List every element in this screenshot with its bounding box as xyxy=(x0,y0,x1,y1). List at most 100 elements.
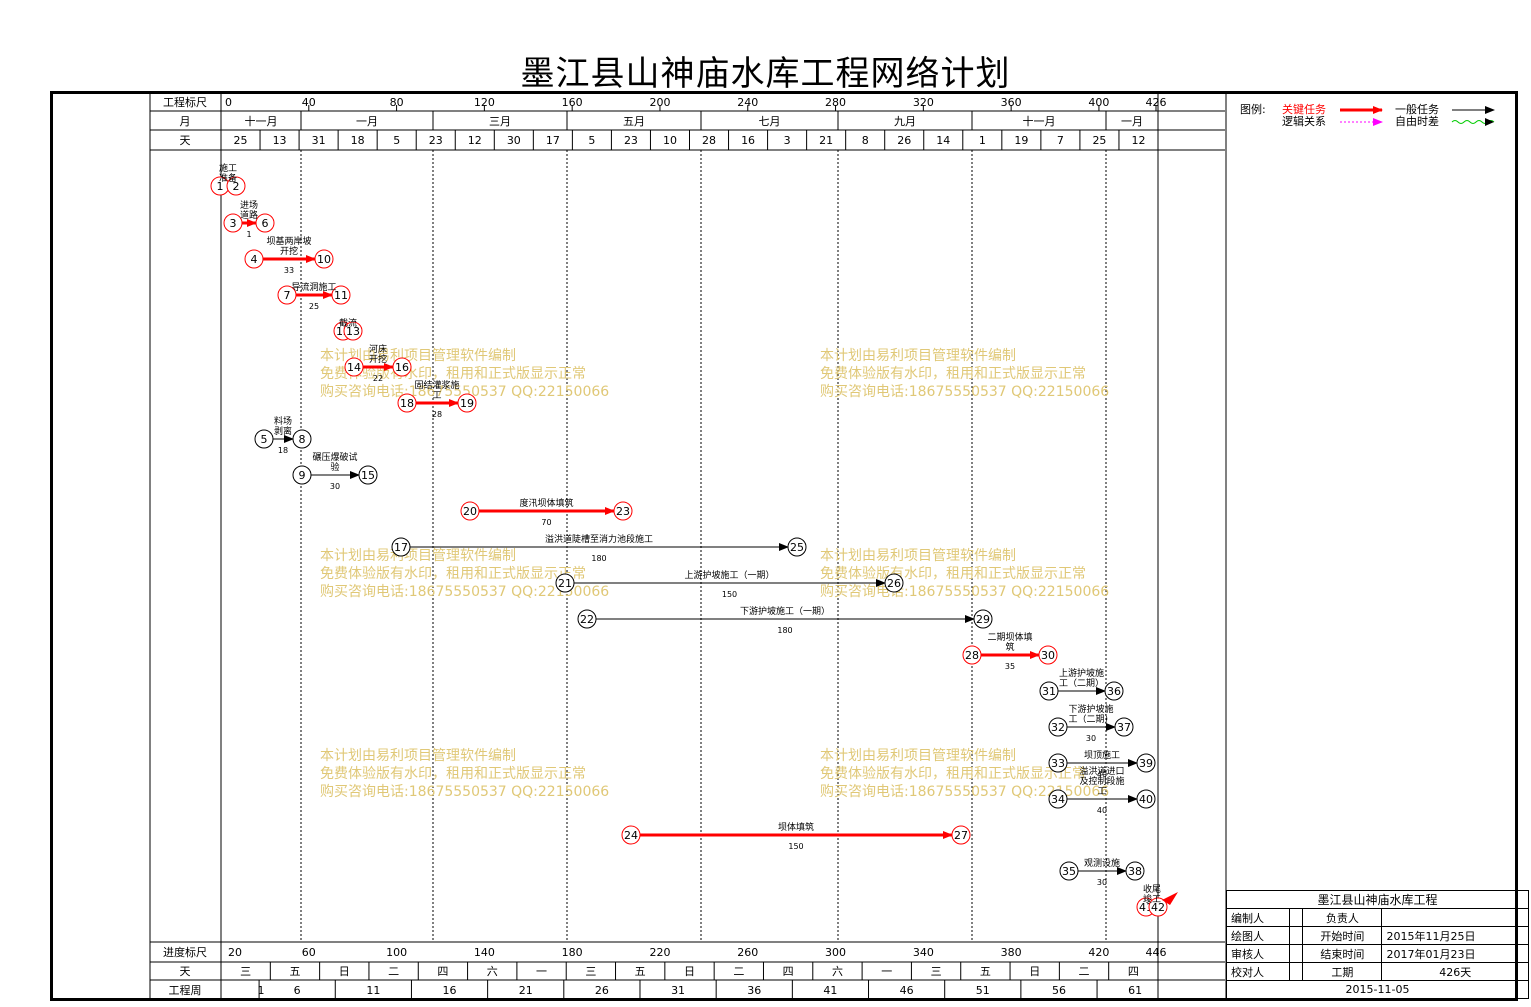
legend-free-float-label: 自由时差 xyxy=(1395,114,1439,128)
day-label: 8 xyxy=(862,134,869,147)
weekday-label: 四 xyxy=(783,965,794,978)
event-node-number: 37 xyxy=(1117,721,1131,734)
event-node xyxy=(277,285,297,305)
weekday-label: 四 xyxy=(437,965,448,978)
event-node xyxy=(331,285,351,305)
event-node-number: 10 xyxy=(317,253,331,266)
day-label: 23 xyxy=(429,134,443,147)
day-label: 25 xyxy=(1092,134,1106,147)
week-label: 56 xyxy=(1052,984,1066,997)
progress-ruler-label: 进度标尺 xyxy=(163,945,207,959)
task-name: 开挖 xyxy=(280,245,298,257)
event-node-number: 14 xyxy=(347,361,361,374)
weekday-label: 一 xyxy=(536,965,547,978)
task-name: 坝体填筑 xyxy=(778,821,814,833)
compiler-label: 编制人 xyxy=(1226,908,1290,927)
watermark-text: 购买咨询电话:18675550537 QQ:22150066 xyxy=(320,384,609,400)
drawer-value xyxy=(1288,926,1304,945)
event-node xyxy=(358,465,378,485)
task-duration: 30 xyxy=(330,482,340,491)
event-node xyxy=(1038,645,1058,665)
day-label: 14 xyxy=(936,134,950,147)
task-name: 筑 xyxy=(1005,641,1014,653)
task-name: 准备 xyxy=(219,172,237,184)
event-node xyxy=(884,573,904,593)
legend-label: 图例: xyxy=(1240,102,1266,116)
task-name: 上游护坡施 xyxy=(1059,667,1104,679)
month-label: 九月 xyxy=(894,115,916,128)
watermark-text: 购买咨询电话:18675550537 QQ:22150066 xyxy=(320,784,609,800)
event-node-number: 30 xyxy=(1041,649,1055,662)
day-label: 30 xyxy=(507,134,521,147)
task-name: 导流洞施工 xyxy=(291,281,336,293)
legend-logic-label: 逻辑关系 xyxy=(1282,114,1326,128)
task-name: 二期坝体填 xyxy=(987,631,1032,643)
event-node-number: 2 xyxy=(233,180,240,193)
legend-general-label: 一般任务 xyxy=(1395,103,1439,116)
progress-tick: 140 xyxy=(474,946,495,959)
task-name: 河床 xyxy=(369,343,387,355)
task-duration: 22 xyxy=(373,374,383,383)
event-node-number: 5 xyxy=(261,433,268,446)
week-label: 51 xyxy=(976,984,990,997)
day-label: 5 xyxy=(393,134,400,147)
day-label: 21 xyxy=(819,134,833,147)
event-node-number: 32 xyxy=(1051,721,1065,734)
week-label: 46 xyxy=(900,984,914,997)
end-value: 2017年01月23日 xyxy=(1381,944,1529,963)
event-node xyxy=(457,393,477,413)
day-label: 16 xyxy=(741,134,755,147)
task-name: 工 xyxy=(1097,787,1106,797)
day-label: 18 xyxy=(351,134,365,147)
month-label: 七月 xyxy=(759,115,781,128)
event-node xyxy=(244,249,264,269)
month-label: 十一月 xyxy=(245,114,278,128)
task-duration: 25 xyxy=(309,302,319,311)
month-label: 三月 xyxy=(489,115,511,128)
event-node-number: 11 xyxy=(334,289,348,302)
month-label: 五月 xyxy=(623,115,645,128)
event-node-number: 26 xyxy=(887,577,901,590)
watermark-text: 本计划由易利项目管理软件编制 xyxy=(820,548,1016,564)
task-duration: 180 xyxy=(591,554,606,563)
event-node-number: 27 xyxy=(954,829,968,842)
progress-tick: 380 xyxy=(1001,946,1022,959)
task-name: 溢洪道进口 xyxy=(1079,765,1124,777)
task-name: 度汛坝体填筑 xyxy=(519,497,573,509)
task-duration: 40 xyxy=(1097,806,1107,815)
weekday-label: 六 xyxy=(832,965,843,978)
event-node-number: 25 xyxy=(790,541,804,554)
event-node xyxy=(577,609,597,629)
top-ruler-tick: 400 xyxy=(1088,96,1109,109)
week-label: 31 xyxy=(671,984,685,997)
task-name: 下游护坡施 xyxy=(1068,703,1113,715)
event-node xyxy=(555,573,575,593)
day-label: 13 xyxy=(273,134,287,147)
task-duration: 35 xyxy=(1005,662,1015,671)
watermark-text: 本计划由易利项目管理软件编制 xyxy=(320,348,516,364)
day-label: 3 xyxy=(784,134,791,147)
progress-tick: 20 xyxy=(228,946,242,959)
weekday-label: 五 xyxy=(635,965,646,978)
reviewer-label: 审核人 xyxy=(1226,944,1290,963)
weekday-label: 日 xyxy=(684,965,695,978)
watermark-text: 本计划由易利项目管理软件编制 xyxy=(820,348,1016,364)
task-name: 观测设施 xyxy=(1084,857,1120,869)
event-node xyxy=(621,825,641,845)
weekday-label: 四 xyxy=(1128,965,1139,978)
event-node-number: 28 xyxy=(965,649,979,662)
watermark-text: 购买咨询电话:18675550537 QQ:22150066 xyxy=(820,384,1109,400)
task-duration: 30 xyxy=(1097,878,1107,887)
progress-tick: 260 xyxy=(737,946,758,959)
task-name: 收尾 xyxy=(1143,883,1161,895)
watermark-text: 购买咨询电话:18675550537 QQ:22150066 xyxy=(820,584,1109,600)
task-name: 及控制段施 xyxy=(1079,775,1124,787)
top-ruler-label: 工程标尺 xyxy=(163,95,207,109)
event-node xyxy=(951,825,971,845)
event-node xyxy=(254,429,274,449)
task-name: 工（二期） xyxy=(1068,714,1113,725)
event-node-number: 1 xyxy=(217,180,224,193)
task-name: 坝基两岸坡 xyxy=(266,235,311,247)
task-name: 道路 xyxy=(240,209,258,221)
event-node-number: 21 xyxy=(558,577,572,590)
